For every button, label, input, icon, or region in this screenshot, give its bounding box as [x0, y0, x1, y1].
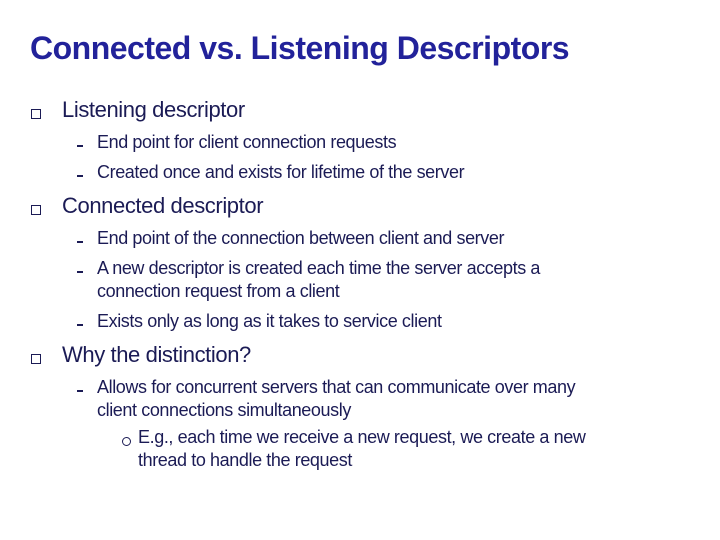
- dash-bullet-icon: [77, 241, 83, 243]
- sub-sub-bullet: E.g., each time we receive a new request…: [0, 426, 720, 472]
- dash-bullet-icon: [77, 324, 83, 326]
- dash-bullet-icon: [77, 271, 83, 273]
- slide-body: Listening descriptor End point for clien…: [0, 96, 720, 472]
- heading-label: Listening descriptor: [62, 97, 245, 122]
- heading-label: Why the distinction?: [62, 342, 251, 367]
- square-bullet-icon: [31, 109, 41, 119]
- dash-bullet-icon: [77, 145, 83, 147]
- bullet-heading-listening-descriptor: Listening descriptor: [0, 96, 720, 123]
- heading-label: Connected descriptor: [62, 193, 264, 218]
- sub-bullet-line: Allows for concurrent servers that can c…: [97, 377, 576, 397]
- circle-bullet-icon: [122, 437, 131, 446]
- sub-bullet-line: End point for client connection requests: [97, 132, 397, 152]
- bullet-heading-connected-descriptor: Connected descriptor: [0, 192, 720, 219]
- sub-bullet: A new descriptor is created each time th…: [0, 257, 720, 303]
- sub-sub-bullet-line: thread to handle the request: [138, 450, 352, 470]
- sub-bullet: End point of the connection between clie…: [0, 227, 720, 250]
- sub-bullet-line: Created once and exists for lifetime of …: [97, 162, 465, 182]
- sub-bullet: End point for client connection requests: [0, 131, 720, 154]
- bullet-heading-why-the-distinction: Why the distinction?: [0, 341, 720, 368]
- sub-bullet-line: End point of the connection between clie…: [97, 228, 505, 248]
- sub-bullet: Created once and exists for lifetime of …: [0, 161, 720, 184]
- square-bullet-icon: [31, 354, 41, 364]
- sub-sub-bullet-line: E.g., each time we receive a new request…: [138, 427, 586, 447]
- sub-bullet-line: A new descriptor is created each time th…: [97, 258, 541, 278]
- dash-bullet-icon: [77, 175, 83, 177]
- square-bullet-icon: [31, 205, 41, 215]
- sub-bullet: Allows for concurrent servers that can c…: [0, 376, 720, 422]
- sub-bullet-line: connection request from a client: [97, 281, 340, 301]
- sub-bullet: Exists only as long as it takes to servi…: [0, 310, 720, 333]
- dash-bullet-icon: [77, 390, 83, 392]
- sub-bullet-line: client connections simultaneously: [97, 400, 351, 420]
- sub-bullet-line: Exists only as long as it takes to servi…: [97, 311, 442, 331]
- slide-title: Connected vs. Listening Descriptors: [30, 30, 570, 66]
